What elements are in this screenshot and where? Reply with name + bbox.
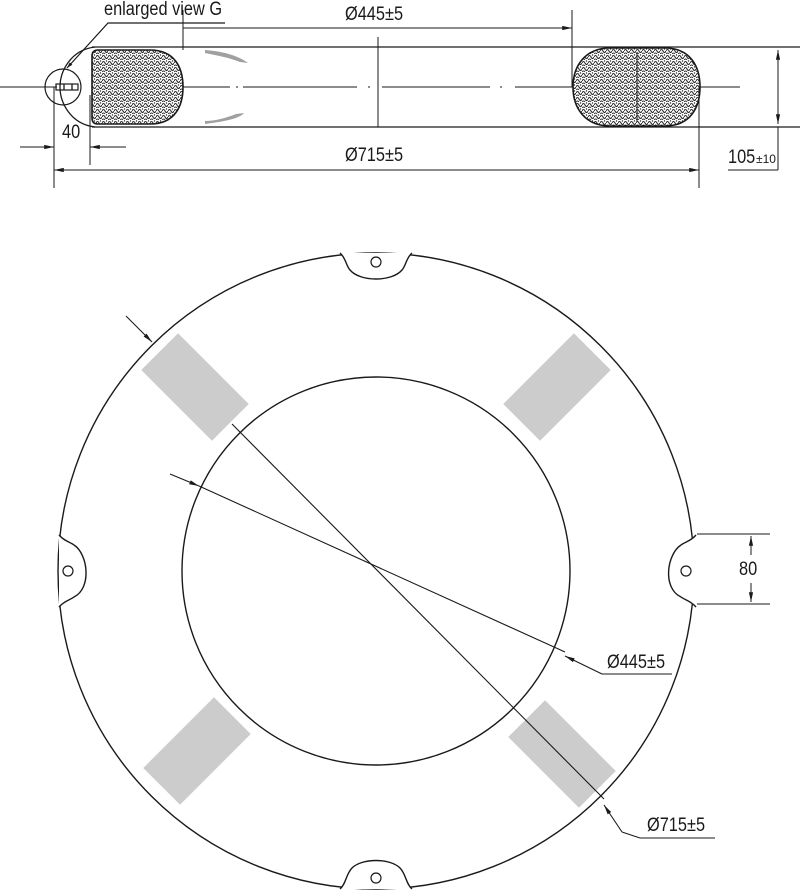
band-top-left: [141, 333, 249, 441]
plan-dim-lug-label: 80: [739, 559, 758, 580]
callout-leader: [66, 22, 225, 69]
thickness-value: 105: [728, 147, 756, 168]
lugs: [58, 252, 697, 890]
dim-445-arrow-a: [169, 473, 200, 487]
plan-dim-outer-label: Ø715±5: [647, 815, 706, 836]
lug-hole-bottom: [370, 872, 382, 884]
left-loop-outline: [59, 46, 96, 128]
grey-bands: [141, 333, 616, 808]
shade-top: [205, 50, 248, 63]
enlarged-view-circle: [44, 68, 82, 106]
side-view: [0, 10, 800, 188]
side-dim-inner-label: Ø445±5: [345, 4, 404, 25]
thickness-tolerance: ±10: [756, 152, 776, 166]
shade-bottom: [205, 113, 244, 124]
detail-g-slot: [55, 83, 79, 91]
band-bottom-right: [508, 700, 616, 808]
band-bottom-left: [143, 697, 251, 805]
dim-715-line: [231, 423, 605, 800]
band-top-right: [503, 333, 611, 441]
dim-715-arrow-a: [125, 315, 153, 343]
side-dim-thickness: 105±10: [728, 147, 776, 168]
lug-hole-top: [370, 256, 382, 268]
left-section: [91, 49, 184, 125]
dim-445-arrow-b: [564, 655, 603, 675]
side-dim-width-label: 40: [62, 122, 81, 143]
dim-715-leader: [621, 831, 715, 839]
lug-hole-right: [680, 565, 692, 577]
side-dim-outer-label: Ø715±5: [345, 145, 404, 166]
lug-hole-left: [62, 565, 74, 577]
plan-dim-inner-label: Ø445±5: [607, 652, 666, 673]
dim-445-line: [198, 485, 566, 653]
plan-view: [57, 252, 770, 890]
callout-enlarged-view-g: enlarged view G: [104, 0, 223, 20]
dim-715-arrow-b: [603, 804, 623, 833]
inner-ring: [181, 376, 571, 766]
